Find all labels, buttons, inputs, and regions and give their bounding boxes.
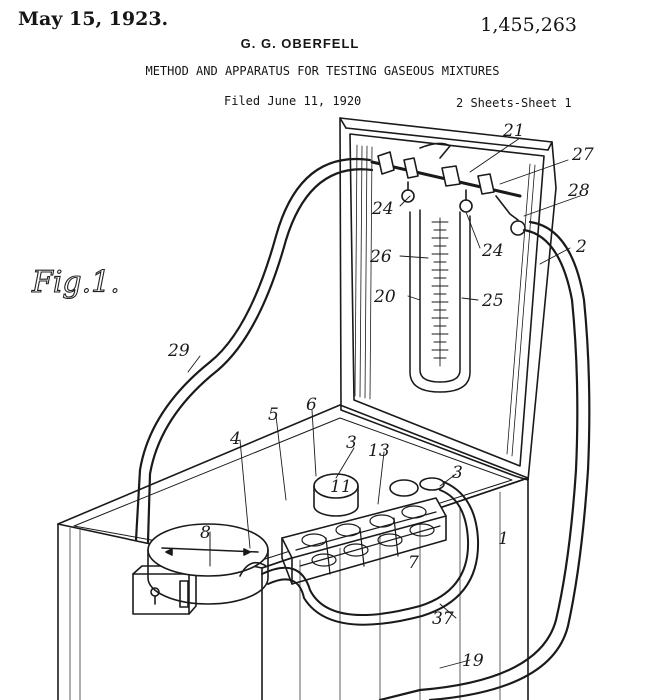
ref-26: 26	[369, 247, 392, 267]
ref-3-top: 3	[346, 433, 357, 453]
ref-27: 27	[571, 145, 594, 165]
figure-label: Fig.1.	[31, 265, 120, 300]
filing-date: Filed June 11, 1920	[224, 94, 362, 108]
ref-20: 20	[373, 287, 396, 307]
patent-date: May 15, 1923.	[18, 8, 169, 30]
patent-number: 1,455,263	[480, 14, 577, 36]
sheet-count: 2 Sheets-Sheet 1	[456, 96, 572, 110]
ref-21: 21	[502, 121, 525, 141]
ref-6: 6	[306, 395, 317, 415]
ref-13: 13	[368, 441, 390, 461]
patent-title: METHOD AND APPARATUS FOR TESTING GASEOUS…	[145, 64, 500, 78]
ref-28: 28	[567, 181, 590, 201]
ref-25: 25	[481, 291, 504, 311]
gas-meter	[147, 523, 269, 605]
ref-3-right: 3	[452, 463, 463, 483]
hose-29	[134, 157, 374, 544]
reference-numerals: 21 27 28 24 24 26 2 20 25 29 6 5 4 3 13 …	[167, 121, 594, 671]
manometer	[370, 142, 526, 393]
ref-7: 7	[408, 553, 419, 573]
ref-24-right: 24	[481, 241, 504, 261]
ref-37: 37	[432, 609, 454, 629]
ref-19: 19	[462, 651, 484, 671]
hose-37	[239, 481, 480, 626]
inventor-name: G. G. OBERFELL	[240, 36, 360, 51]
ref-2: 2	[575, 237, 587, 257]
ref-1: 1	[498, 529, 509, 549]
ref-24-left: 24	[371, 199, 394, 219]
ref-5: 5	[268, 405, 279, 425]
ref-4: 4	[229, 429, 241, 449]
box-body	[57, 404, 529, 700]
ref-29: 29	[167, 341, 190, 361]
box-lid	[339, 117, 557, 481]
hose-19	[378, 220, 591, 700]
ref-8: 8	[200, 523, 211, 543]
absorption-tray	[281, 473, 447, 585]
ref-11: 11	[330, 477, 352, 497]
